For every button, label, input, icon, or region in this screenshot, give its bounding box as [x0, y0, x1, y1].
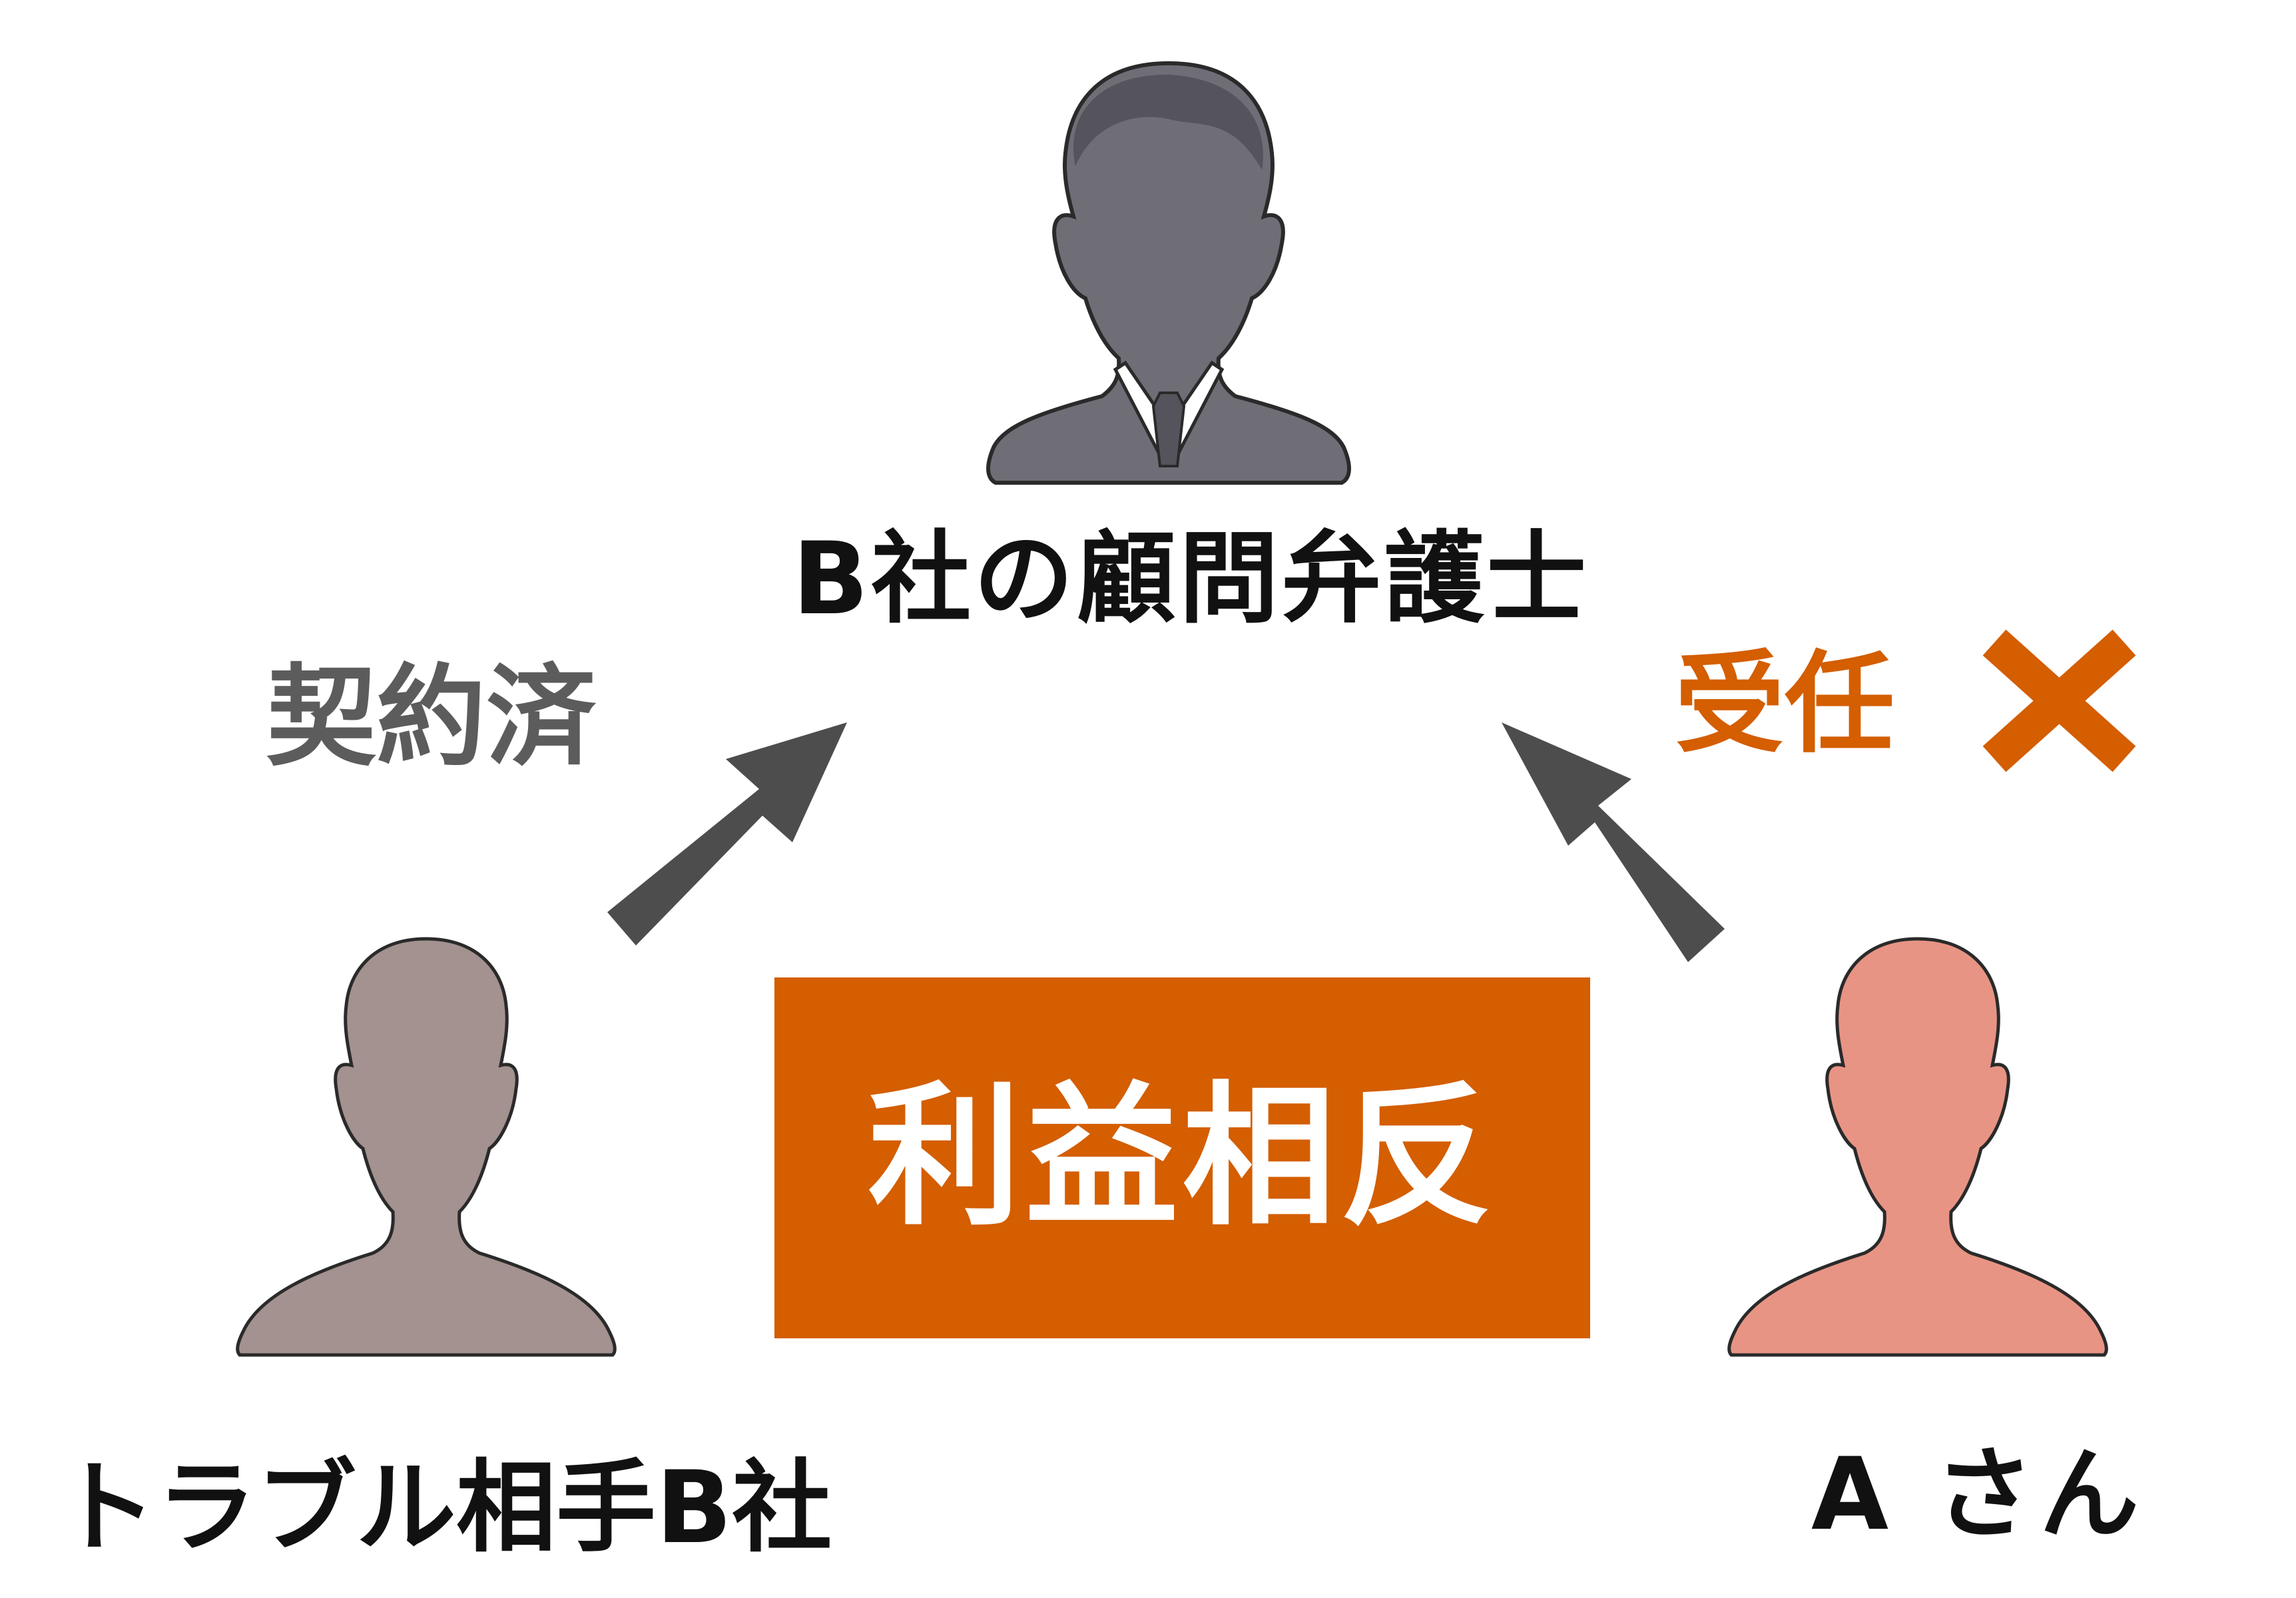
lawyer-label: B社の顧問弁護士	[792, 521, 1589, 637]
accept-label: 受任	[1675, 640, 1894, 768]
arrow-company-b-to-lawyer	[607, 722, 847, 945]
cross-mark-icon	[1982, 629, 2136, 772]
arrow-person-a-to-lawyer	[1502, 722, 1725, 962]
arrow-up-right-icon	[607, 722, 847, 945]
company-b-figure	[238, 939, 615, 1355]
tie-shape	[1151, 392, 1186, 467]
contracted-label: 契約済	[266, 653, 596, 781]
hair-shape	[1073, 75, 1263, 170]
person-a-figure	[1729, 939, 2107, 1355]
company-b-label: トラブル相手B社	[57, 1450, 832, 1566]
conflict-of-interest-text: 利益相反	[868, 1069, 1497, 1246]
person-silhouette-icon	[1729, 939, 2107, 1355]
person-a-label: A さん	[1811, 1437, 2145, 1553]
lawyer-figure	[986, 61, 1351, 485]
conflict-of-interest-box: 利益相反	[774, 977, 1590, 1338]
person-silhouette-icon	[238, 939, 615, 1355]
businessman-icon	[986, 61, 1351, 485]
arrow-up-left-icon	[1502, 722, 1725, 962]
